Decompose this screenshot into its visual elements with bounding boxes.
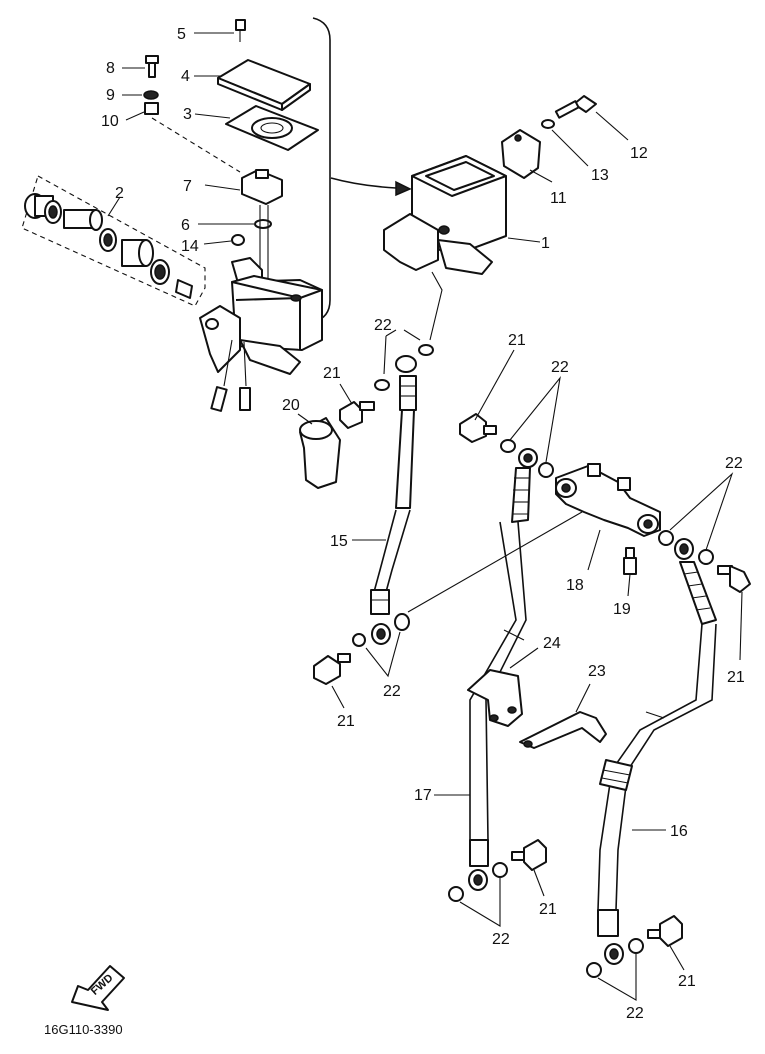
part-8-screw bbox=[145, 55, 159, 78]
callout-21b: 21 bbox=[508, 332, 526, 349]
master-cylinder-body bbox=[199, 257, 323, 412]
forward-direction-arrow bbox=[71, 965, 125, 1011]
callout-20: 20 bbox=[282, 397, 300, 414]
callout-3: 3 bbox=[183, 106, 192, 123]
part-23-hose-bracket bbox=[519, 711, 607, 749]
part-22-washer bbox=[394, 613, 410, 631]
part-12-bolt bbox=[554, 95, 597, 119]
part-22-washer bbox=[586, 962, 602, 978]
part-4-reservoir-cap bbox=[217, 59, 311, 111]
part-22-washer bbox=[352, 633, 366, 647]
callout-1: 1 bbox=[541, 235, 550, 252]
callout-14: 14 bbox=[181, 238, 199, 255]
callout-22a: 22 bbox=[374, 317, 392, 334]
part-9-washer bbox=[143, 90, 159, 100]
callout-23: 23 bbox=[588, 663, 606, 680]
callout-5: 5 bbox=[177, 26, 186, 43]
callout-22e: 22 bbox=[492, 931, 510, 948]
part-22-washer bbox=[500, 439, 516, 453]
callout-21c: 21 bbox=[727, 669, 745, 686]
part-21-union-bolt bbox=[717, 565, 751, 593]
drawing-code: 16G110-3390 bbox=[44, 1022, 123, 1037]
callout-10: 10 bbox=[101, 113, 119, 130]
callout-15: 15 bbox=[330, 533, 348, 550]
callout-18: 18 bbox=[566, 577, 584, 594]
part-22-washer bbox=[628, 938, 644, 954]
callout-17: 17 bbox=[414, 787, 432, 804]
callout-22f: 22 bbox=[626, 1005, 644, 1022]
callout-9: 9 bbox=[106, 87, 115, 104]
callout-19: 19 bbox=[613, 601, 631, 618]
part-13-washer bbox=[541, 119, 555, 129]
callout-6: 6 bbox=[181, 217, 190, 234]
callout-24: 24 bbox=[543, 635, 561, 652]
callout-12: 12 bbox=[630, 145, 648, 162]
callout-4: 4 bbox=[181, 68, 190, 85]
part-5-screw bbox=[235, 19, 246, 42]
part-22-washer bbox=[418, 344, 434, 356]
callout-21d: 21 bbox=[337, 713, 355, 730]
part-14-boot bbox=[231, 234, 245, 246]
part-22-washer bbox=[374, 379, 390, 391]
callout-13: 13 bbox=[591, 167, 609, 184]
part-3-diaphragm bbox=[225, 105, 319, 151]
part-2-piston-kit bbox=[24, 193, 193, 299]
part-20-switch-boot bbox=[299, 417, 341, 489]
callout-21e: 21 bbox=[539, 901, 557, 918]
part-22-washer bbox=[658, 530, 674, 546]
callout-11: 11 bbox=[550, 190, 567, 207]
part-21-union-bolt bbox=[313, 653, 351, 685]
callout-8: 8 bbox=[106, 60, 115, 77]
callout-7: 7 bbox=[183, 178, 192, 195]
callout-16: 16 bbox=[670, 823, 688, 840]
part-22-washer bbox=[492, 862, 508, 878]
part-18-brake-joint bbox=[555, 463, 661, 537]
part-22-washer bbox=[538, 462, 554, 478]
part-24-hose-bracket bbox=[467, 669, 523, 727]
part-21-union-bolt bbox=[459, 413, 497, 443]
part-22-washer bbox=[448, 886, 464, 902]
callout-22c: 22 bbox=[725, 455, 743, 472]
part-19-bleed-screw bbox=[623, 547, 637, 575]
part-1-master-cylinder bbox=[383, 155, 507, 275]
part-21-union-bolt bbox=[339, 401, 375, 429]
part-16-brake-hose bbox=[597, 538, 717, 965]
assembly-arrowhead bbox=[395, 180, 412, 197]
callout-21a: 21 bbox=[323, 365, 341, 382]
part-21-union-bolt bbox=[511, 839, 547, 871]
callout-22d: 22 bbox=[383, 683, 401, 700]
part-10-nut bbox=[144, 102, 159, 115]
group-bracket bbox=[312, 17, 331, 323]
callout-22b: 22 bbox=[551, 359, 569, 376]
part-15-brake-hose bbox=[370, 355, 417, 645]
part-11-cover bbox=[501, 129, 541, 179]
part-7-float bbox=[241, 169, 283, 205]
callout-2: 2 bbox=[115, 185, 124, 202]
piston-kit-outline bbox=[21, 175, 206, 307]
leader-8-to-7 bbox=[151, 117, 241, 173]
part-22-washer bbox=[698, 549, 714, 565]
part-17-brake-hose bbox=[468, 448, 538, 891]
callout-21f: 21 bbox=[678, 973, 696, 990]
part-21-union-bolt bbox=[647, 915, 683, 947]
assembly-arrow bbox=[330, 177, 397, 189]
part-6-o-ring bbox=[254, 219, 272, 229]
